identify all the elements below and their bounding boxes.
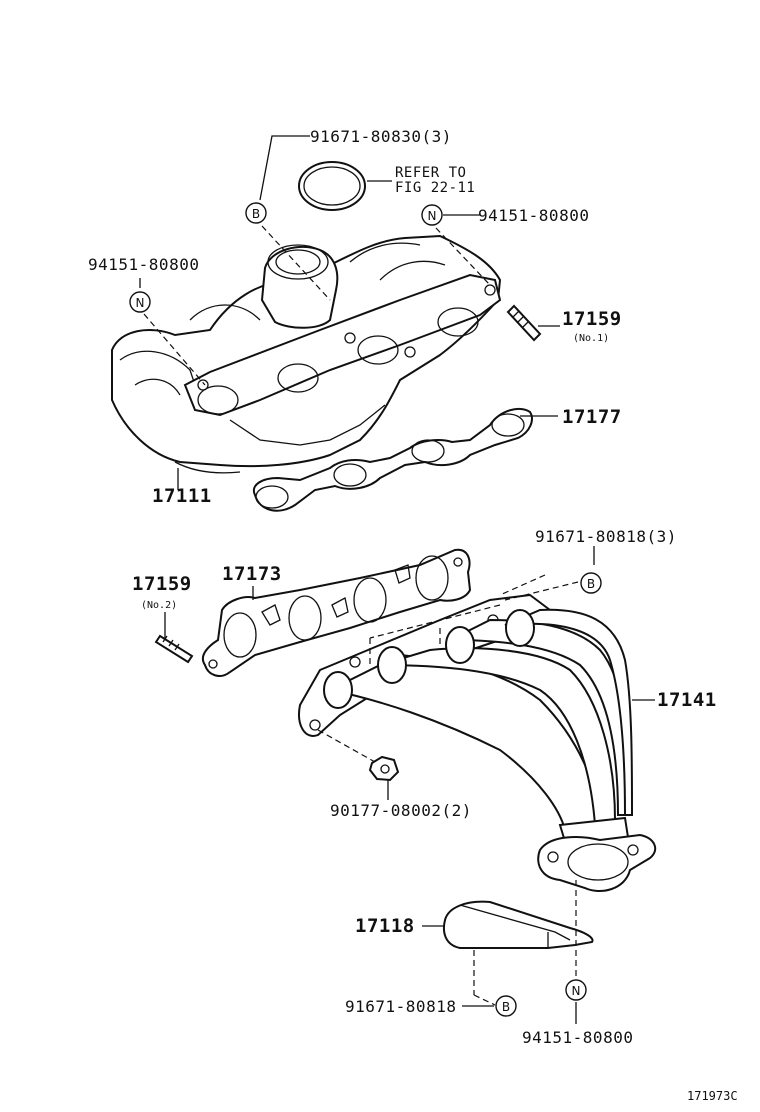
marker-n-left <box>129 291 151 313</box>
label-17159-no2-note: (No.2) <box>141 600 177 611</box>
o-ring-gasket-inner <box>303 166 361 206</box>
label-94151-80800-bottom: 94151-80800 <box>522 1028 633 1047</box>
exhaust-pipe-gasket-17173 <box>201 548 472 677</box>
marker-b-top <box>245 202 267 224</box>
label-17159-no1: 17159 <box>562 308 622 330</box>
nut-90177-08002 <box>368 755 400 782</box>
label-17118: 17118 <box>355 915 415 937</box>
marker-n-top-right-label: N <box>428 209 437 223</box>
marker-b-right-label: B <box>587 577 595 591</box>
label-91671-80818: 91671-80818 <box>345 997 456 1016</box>
marker-b-bottom-label: B <box>502 1000 510 1014</box>
label-17177: 17177 <box>562 406 622 428</box>
exhaust-manifold-17111 <box>111 234 502 474</box>
label-94151-80800-left: 94151-80800 <box>88 255 199 274</box>
label-17159-no2: 17159 <box>132 573 192 595</box>
marker-n-bottom <box>565 979 587 1001</box>
o-ring-gasket <box>298 161 366 211</box>
exhaust-pipe-17141 <box>298 593 657 892</box>
exhaust-manifold-gasket-17177 <box>252 407 533 512</box>
label-17159-no1-note: (No.1) <box>573 333 609 344</box>
label-refer-to: REFER TO <box>395 165 466 181</box>
marker-n-bottom-label: N <box>572 984 581 998</box>
marker-n-left-label: N <box>136 296 145 310</box>
label-91671-80830: 91671-80830(3) <box>310 127 452 146</box>
label-17141: 17141 <box>657 689 717 711</box>
stud-bolt-17159-no2 <box>154 634 194 664</box>
label-17173: 17173 <box>222 563 282 585</box>
label-94151-80800-top-right: 94151-80800 <box>478 206 589 225</box>
marker-b-bottom <box>495 995 517 1017</box>
label-91671-80818-3: 91671-80818(3) <box>535 527 677 546</box>
label-fig-ref: FIG 22-11 <box>395 180 475 196</box>
label-90177-08002: 90177-08002(2) <box>330 801 472 820</box>
stud-bolt-17159-no1 <box>506 304 542 342</box>
heat-insulator-17118 <box>442 900 594 949</box>
figure-id: 171973C <box>687 1089 738 1103</box>
marker-b-right <box>580 572 602 594</box>
marker-b-top-label: B <box>252 207 260 221</box>
marker-n-top-right <box>421 204 443 226</box>
label-17111: 17111 <box>152 485 212 507</box>
